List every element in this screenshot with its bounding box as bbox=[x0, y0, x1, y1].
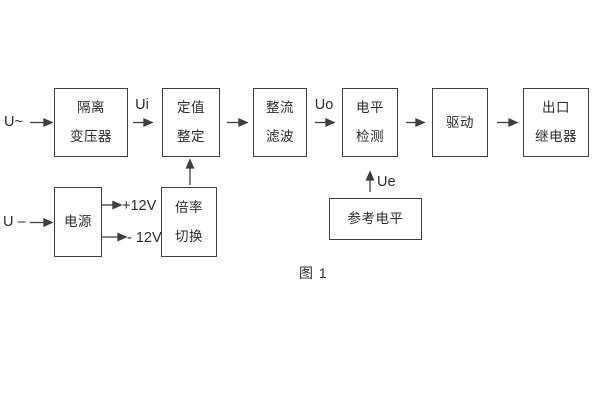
arrow-power-pos12v bbox=[102, 200, 123, 210]
block-isolation-transformer: 隔离 变压器 bbox=[54, 88, 128, 157]
arrow-u-ac-to-transformer bbox=[30, 118, 54, 127]
block-reference-level: 参考电平 bbox=[329, 198, 422, 240]
block-label: 变压器 bbox=[70, 129, 112, 144]
block-output-relay: 出口 继电器 bbox=[523, 88, 589, 157]
block-label: 驱动 bbox=[446, 114, 474, 130]
arrow-u-dc-to-power bbox=[30, 218, 54, 227]
block-label: 滤波 bbox=[266, 129, 294, 144]
block-label: 出口 bbox=[542, 100, 570, 115]
block-label: 电平 bbox=[356, 100, 384, 115]
arrow-power-neg12v bbox=[102, 232, 128, 242]
block-label: 倍率 bbox=[175, 199, 203, 215]
arrow-ue-to-level bbox=[365, 170, 375, 192]
block-rectifier-filter: 整流 滤波 bbox=[253, 88, 307, 157]
signal-label-uo: Uo bbox=[314, 97, 334, 113]
arrow-rectifier-to-level bbox=[315, 118, 336, 127]
block-label: 切换 bbox=[175, 228, 203, 244]
block-power-supply: 电源 bbox=[54, 187, 102, 257]
block-label: 整流 bbox=[266, 100, 294, 115]
input-label-u-dc: U – bbox=[3, 214, 26, 230]
rail-label-pos12v: +12V bbox=[122, 198, 157, 214]
signal-label-ui: Ui bbox=[135, 97, 149, 113]
block-label: 隔离 bbox=[77, 100, 105, 115]
block-driver: 驱动 bbox=[432, 88, 488, 157]
block-label: 电源 bbox=[64, 214, 92, 229]
block-label: 检测 bbox=[356, 129, 384, 144]
arrow-setting-to-rectifier bbox=[227, 118, 249, 127]
block-multiplier-switch: 倍率 切换 bbox=[161, 187, 217, 257]
block-label: 定值 bbox=[177, 100, 205, 115]
block-label: 继电器 bbox=[535, 129, 577, 144]
arrow-multiplier-to-setting bbox=[185, 158, 195, 185]
arrow-driver-to-relay bbox=[497, 118, 519, 127]
signal-label-ue: Ue bbox=[377, 174, 396, 190]
input-label-u-ac: U~ bbox=[4, 114, 23, 130]
arrow-transformer-to-setting bbox=[133, 118, 154, 127]
rail-label-neg12v: - 12V bbox=[127, 230, 162, 246]
arrow-level-to-driver bbox=[406, 118, 426, 127]
block-level-detector: 电平 检测 bbox=[342, 88, 398, 157]
figure-caption: 图 1 bbox=[299, 265, 328, 281]
block-setpoint-adjust: 定值 整定 bbox=[162, 88, 220, 157]
block-label: 参考电平 bbox=[347, 211, 404, 226]
block-label: 整定 bbox=[177, 129, 205, 144]
